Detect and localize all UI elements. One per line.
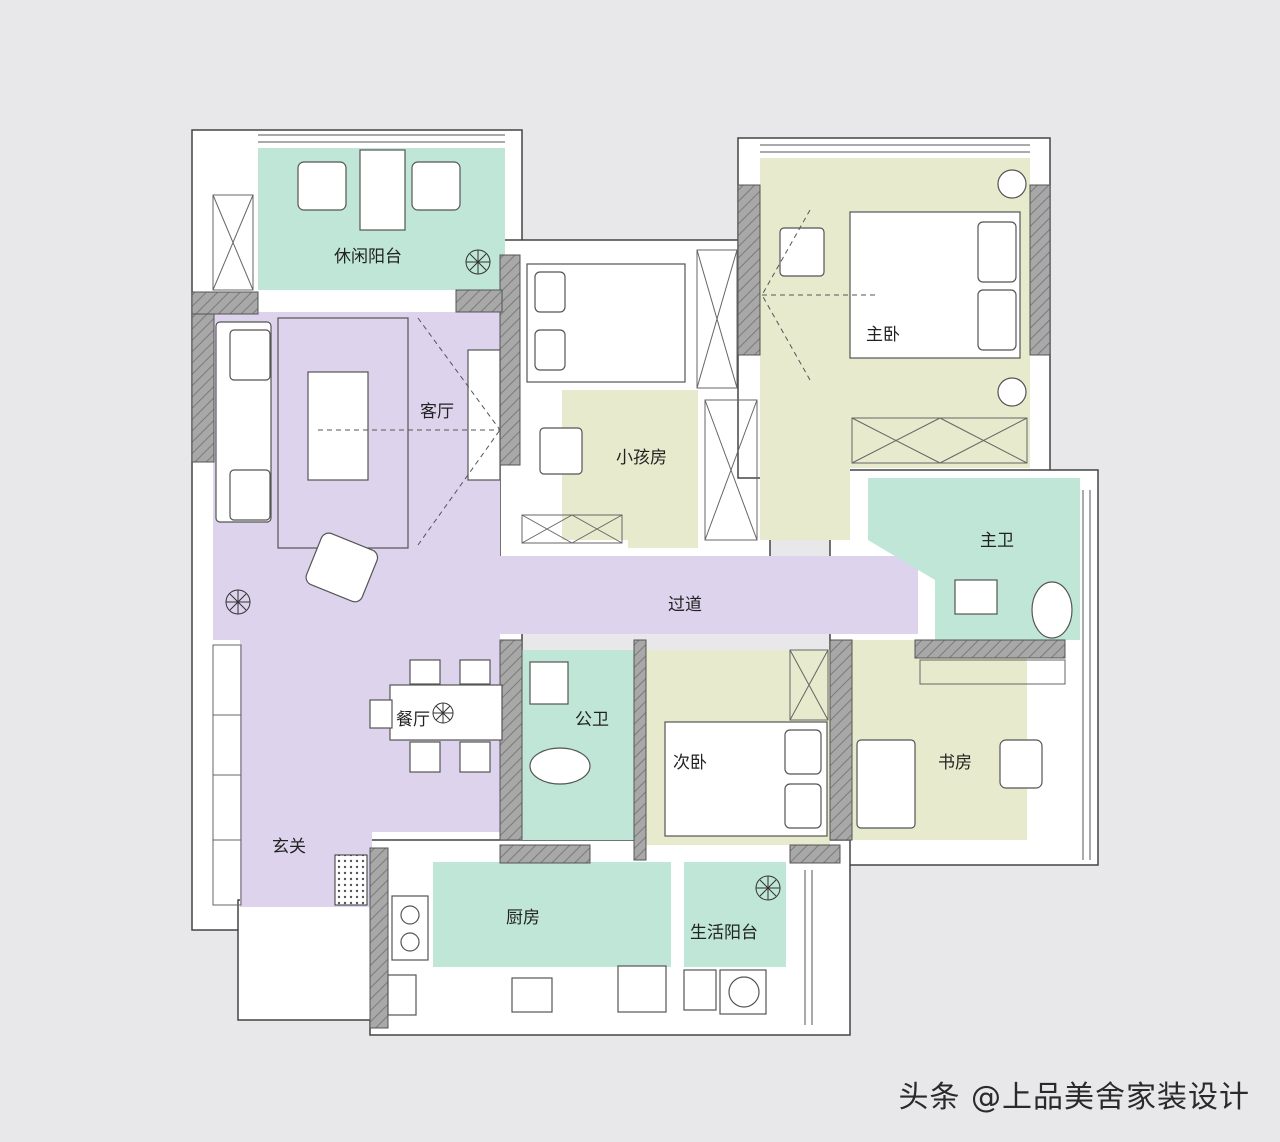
furniture bbox=[215, 149, 1073, 1016]
study-label: 书房 bbox=[938, 753, 972, 773]
public-bath-label: 公卫 bbox=[575, 710, 609, 730]
corridor-label: 过道 bbox=[668, 595, 702, 615]
entrance-mat bbox=[334, 854, 368, 906]
dining-room-label: 餐厅 bbox=[396, 710, 430, 730]
kids-room-label: 小孩房 bbox=[616, 448, 667, 468]
leisure-balcony-label: 休闲阳台 bbox=[334, 247, 402, 267]
walls bbox=[191, 184, 1066, 1029]
entrance-label: 玄关 bbox=[272, 837, 306, 857]
utility-balcony-fill bbox=[684, 862, 786, 967]
master-bedroom-label: 主卧 bbox=[866, 325, 900, 345]
cabinets bbox=[212, 194, 1066, 906]
living-room-label: 客厅 bbox=[420, 402, 454, 422]
kitchen-label: 厨房 bbox=[506, 908, 540, 928]
kids-room-fill bbox=[562, 390, 698, 548]
plants bbox=[225, 249, 781, 901]
sight-lines bbox=[318, 209, 878, 546]
windows bbox=[258, 134, 1091, 1025]
second-bedroom-label: 次卧 bbox=[673, 753, 707, 773]
master-bath-fill bbox=[868, 478, 1080, 640]
living-fill bbox=[213, 312, 918, 907]
utility-balcony-label: 生活阳台 bbox=[690, 923, 758, 943]
watermark: 头条 @上品美舍家装设计 bbox=[898, 1080, 1250, 1115]
master-bath-label: 主卫 bbox=[980, 531, 1014, 551]
kitchen-fill bbox=[433, 862, 671, 967]
